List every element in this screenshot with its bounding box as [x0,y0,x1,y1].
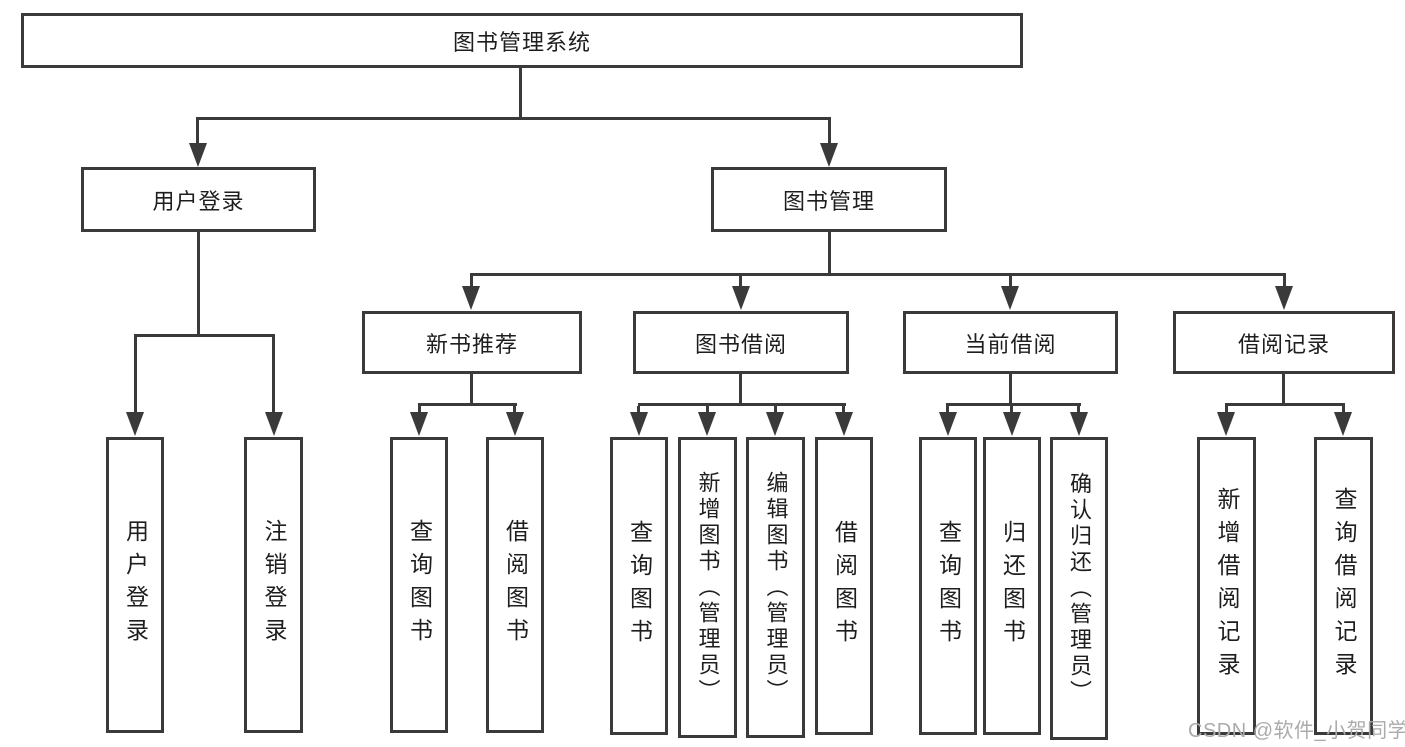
connector-line [1282,374,1285,406]
node-label: 查询图书 [406,519,433,651]
node-new-book-recommendation: 新书推荐 [362,311,582,374]
node-user-login: 用户登录 [81,167,316,232]
node-label: 查询图书 [935,520,962,652]
node-query-books: 查询图书 [919,437,977,735]
node-label: 注销登录 [261,519,287,651]
node-borrowing-records: 借阅记录 [1173,311,1395,374]
arrow-down-icon [506,412,524,436]
arrow-down-icon [820,143,838,167]
node-label: 借阅图书 [502,519,529,651]
node-label: 当前借阅 [964,331,1057,357]
node-add-book-admin: 新增图书（管理员） [678,437,737,738]
connector-line [196,117,831,120]
arrow-down-icon [698,412,716,436]
connector-line [272,337,275,412]
connector-line [1009,374,1012,406]
node-label: 查询图书 [626,520,653,652]
connector-line [774,406,777,412]
node-label: 查询借阅记录 [1331,487,1357,685]
node-label: 用户登录 [152,188,245,214]
connector-line [519,68,522,117]
connector-line [1342,406,1345,412]
node-label: 归还图书 [999,520,1026,652]
connector-line [1010,406,1013,412]
node-label: 图书借阅 [694,331,787,357]
node-borrow-books: 借阅图书 [486,437,544,733]
connector-line [470,276,473,286]
node-add-borrow-record: 新增借阅记录 [1197,437,1256,735]
connector-line [739,276,742,286]
connector-line [513,406,516,412]
connector-line [1283,276,1286,286]
connector-line [946,403,1081,406]
connector-line [196,120,199,143]
node-book-borrowing: 图书借阅 [633,311,849,374]
node-query-borrow-record: 查询借阅记录 [1314,437,1373,735]
arrow-down-icon [265,412,283,436]
arrow-down-icon [939,412,957,436]
arrow-down-icon [126,412,144,436]
connector-line [134,337,137,412]
arrow-down-icon [835,412,853,436]
connector-line [828,120,831,143]
arrow-down-icon [630,412,648,436]
node-user-login-action: 用户登录 [106,437,164,733]
node-label: 图书管理系统 [452,29,591,55]
arrow-down-icon [1003,412,1021,436]
node-return-books: 归还图书 [983,437,1041,735]
connector-line [418,406,421,412]
node-label: 借阅图书 [831,520,858,652]
node-book-management: 图书管理 [711,167,947,232]
connector-line [638,403,846,406]
node-confirm-return-admin: 确认归还（管理员） [1050,437,1108,740]
connector-line [134,334,275,337]
node-label: 确认归还（管理员） [1067,471,1092,706]
arrow-down-icon [1217,412,1235,436]
node-label: 新增图书（管理员） [695,470,721,705]
arrow-down-icon [732,286,750,310]
arrow-down-icon [766,412,784,436]
connector-line [739,374,742,406]
connector-line [418,403,517,406]
arrow-down-icon [1070,412,1088,436]
connector-line [842,406,845,412]
node-label: 编辑图书（管理员） [763,470,789,705]
arrow-down-icon [1334,412,1352,436]
node-logout: 注销登录 [244,437,303,733]
connector-line [706,406,709,412]
watermark: CSDN @软件_小贺同学 [1188,720,1405,742]
connector-line [470,374,473,406]
node-label: 新增借阅记录 [1214,487,1240,685]
connector-line [197,232,200,337]
node-edit-book-admin: 编辑图书（管理员） [746,437,805,738]
node-library-management-system: 图书管理系统 [21,13,1023,68]
arrow-down-icon [410,412,428,436]
connector-line [828,232,831,273]
arrow-down-icon [1275,286,1293,310]
connector-line [1225,406,1228,412]
connector-line [1009,276,1012,286]
node-label: 用户登录 [122,519,149,651]
connector-line [946,406,949,412]
connector-line [1225,403,1345,406]
node-query-books: 查询图书 [390,437,448,733]
arrow-down-icon [1001,286,1019,310]
node-label: 新书推荐 [425,331,518,357]
connector-line [1077,406,1080,412]
node-current-borrowing: 当前借阅 [903,311,1118,374]
connector-line [637,406,640,412]
node-label: 借阅记录 [1237,331,1330,357]
arrow-down-icon [189,143,207,167]
connector-line [470,273,1286,276]
node-borrow-books: 借阅图书 [815,437,873,735]
node-query-books: 查询图书 [610,437,668,735]
node-label: 图书管理 [782,188,875,214]
arrow-down-icon [462,286,480,310]
